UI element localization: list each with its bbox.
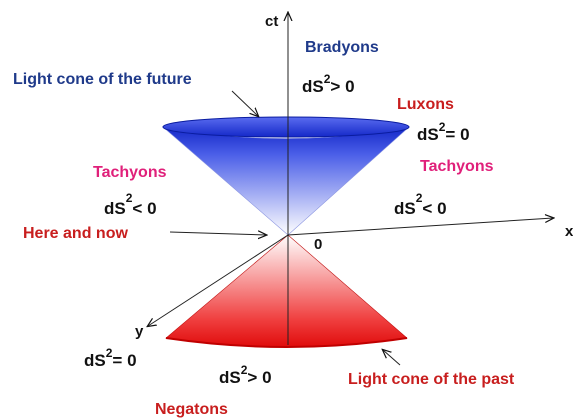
future-cone-rim (162, 116, 410, 138)
tachyons-right-interval: dS2< 0 (394, 191, 447, 218)
past-cone-label: Light cone of the past (348, 371, 515, 388)
luxons-label: Luxons (397, 96, 454, 113)
negatons-label: Negatons (155, 401, 228, 418)
tachyons-left-interval: dS2< 0 (104, 191, 157, 218)
axes (148, 13, 553, 345)
here-and-now-label: Here and now (23, 225, 128, 242)
ct-axis-label: ct (265, 13, 278, 30)
future-light-cone (161, 116, 411, 236)
future-cone-body (161, 126, 411, 236)
pointer-arrows (169, 90, 401, 366)
future-cone-pointer (231, 90, 258, 116)
past-center-interval: dS2> 0 (219, 363, 272, 387)
y-axis-label: y (135, 323, 144, 340)
bradyons-interval: dS2> 0 (302, 72, 355, 96)
x-axis-label: x (565, 223, 573, 240)
origin-label: 0 (314, 236, 322, 253)
x-axis (287, 218, 553, 236)
past-cone-rim (165, 337, 408, 348)
here-and-now-pointer (169, 232, 266, 235)
tachyons-right-label: Tachyons (420, 158, 494, 175)
past-left-interval: dS2= 0 (84, 346, 137, 370)
y-axis (148, 234, 289, 326)
future-cone-label: Light cone of the future (13, 71, 192, 88)
past-cone-pointer (383, 350, 401, 366)
past-light-cone (165, 234, 408, 348)
luxons-interval: dS2= 0 (417, 120, 470, 144)
tachyons-left-label: Tachyons (93, 164, 167, 181)
bradyons-label: Bradyons (305, 39, 379, 56)
